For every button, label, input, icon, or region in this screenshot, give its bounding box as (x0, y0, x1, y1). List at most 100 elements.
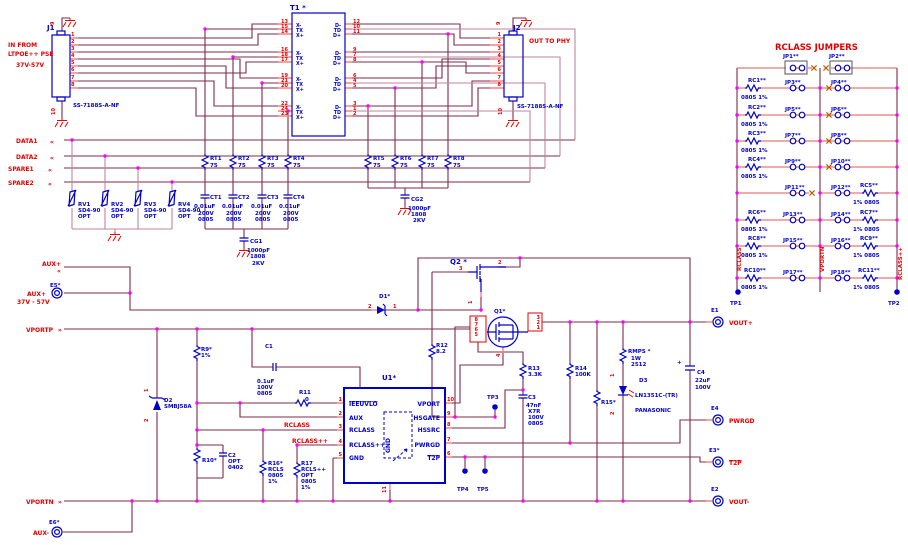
varistor-symbol (100, 189, 110, 207)
schematic-label: RC1** (748, 78, 766, 84)
schematic-label: JP16** (830, 238, 851, 244)
junction-dot (895, 139, 899, 143)
junction-dot (735, 244, 739, 248)
schematic-label: C2 (228, 453, 236, 459)
schematic-label: 2 (144, 418, 150, 422)
schematic-label: AUX+ (27, 291, 46, 298)
schematic-label: R11 (299, 390, 311, 396)
junction-dot (818, 165, 822, 169)
resistor-symbol (193, 344, 201, 362)
schematic-label: E3* (709, 448, 720, 454)
schematic-label: 0 (305, 397, 309, 403)
schematic-label: RT8 (453, 156, 465, 162)
junction-dot (735, 218, 739, 222)
junction-dot (483, 455, 487, 459)
schematic-label: OPT (144, 214, 157, 220)
jumper-circles (834, 64, 851, 72)
schematic-label: JP15** (782, 238, 803, 244)
schematic-label: TX (296, 28, 303, 34)
schematic-label: 22 (281, 101, 288, 107)
schematic-label: 2KV (252, 261, 265, 267)
schematic-label: 200V (283, 211, 299, 217)
schematic-label: JP3** (784, 80, 801, 86)
schematic-label: 3 (339, 424, 343, 430)
schematic-label: R10* (202, 458, 217, 464)
resistor-symbol (745, 85, 761, 91)
schematic-label: D- (335, 77, 341, 83)
schematic-label: JP18** (830, 270, 851, 276)
jumper-circles (834, 84, 851, 92)
ground-icon (62, 17, 77, 28)
junction-dot (231, 55, 235, 59)
schematic-label: 100V (695, 385, 711, 391)
junction-dot (688, 320, 692, 324)
junction-dot (416, 308, 420, 312)
junction-dot (895, 218, 899, 222)
schematic-label: TP3 (487, 395, 499, 401)
resistor-symbol (259, 459, 267, 477)
schematic-label: 1W (631, 356, 641, 362)
schematic-label: JP8** (830, 133, 847, 139)
jumper-circles (789, 242, 806, 250)
schematic-label: D+ (333, 33, 341, 39)
schematic-label: R15* (601, 400, 616, 406)
schematic-label: 3 (498, 46, 502, 52)
q1-right-pin-box (527, 312, 543, 332)
schematic-label: HSGATE (413, 415, 440, 422)
connector-j1 (51, 34, 71, 98)
schematic-label: » (58, 327, 62, 334)
schematic-label: 9 (447, 411, 451, 417)
mosfet-q2-glyph (468, 264, 506, 292)
junction-dot (260, 81, 264, 85)
jumper-circles (789, 84, 806, 92)
schematic-label: D+ (333, 61, 341, 67)
ground-icon (54, 117, 69, 128)
schematic-label: 6 (353, 73, 357, 79)
junction-dot (250, 327, 254, 331)
schematic-label: D+ (333, 115, 341, 121)
schematic-label: RC9** (860, 236, 878, 242)
schematic-label: 17 (281, 57, 288, 63)
q1-left-pin-box (469, 315, 487, 343)
schematic-label: 37V - 57V (17, 299, 50, 306)
schematic-label: « (50, 155, 54, 162)
junction-dot (103, 154, 107, 158)
schematic-label: RC11** (858, 268, 880, 274)
schematic-label: « (50, 139, 54, 146)
terminal (712, 316, 724, 328)
junction-dot (70, 138, 74, 142)
schematic-label: 75 (293, 163, 301, 169)
schematic-label: VPORT (417, 401, 440, 408)
ic-u1 (343, 387, 446, 484)
test-point (894, 289, 900, 295)
schematic-label: R12 (436, 343, 448, 349)
junction-dot (735, 276, 739, 280)
junction-dot (393, 86, 397, 90)
schematic-label: 5 (498, 60, 502, 66)
jumper-circles (834, 216, 851, 224)
schematic-label: PWRGD (414, 442, 440, 449)
schematic-label: CT4 (293, 195, 305, 201)
junction-dot (895, 165, 899, 169)
schematic-label: R14 (575, 366, 587, 372)
junction-dot (195, 428, 199, 432)
junction-dot (195, 327, 199, 331)
schematic-label: 0805 1% (741, 227, 768, 233)
junction-dot (130, 499, 134, 503)
schematic-label: D2 (164, 398, 173, 404)
schematic-label: RT6 (400, 156, 412, 162)
schematic-label: 0805 1% (741, 253, 768, 259)
schematic-label: 0805 (257, 391, 272, 397)
schematic-label: 0805 1% (741, 95, 768, 101)
mosfet-q1-glyph (487, 322, 528, 342)
schematic-label: 75 (427, 163, 435, 169)
schematic-label: 5 (353, 83, 357, 89)
schematic-label: OPT (178, 214, 191, 220)
terminal (712, 495, 724, 507)
schematic-label: X+ (296, 115, 304, 121)
schematic-label: VPORTN (26, 499, 54, 506)
schematic-label: E1 (711, 308, 719, 314)
schematic-label: U1* (382, 374, 397, 382)
schematic-label: 1% 0805 (853, 227, 880, 233)
schematic-label: JP1** (782, 54, 799, 60)
